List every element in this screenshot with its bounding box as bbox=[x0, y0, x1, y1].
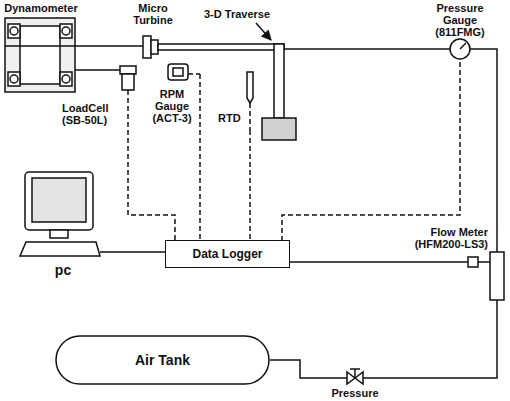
traverse-symbol bbox=[284, 48, 296, 50]
flow-meter-symbol bbox=[400, 261, 468, 263]
dynamometer-symbol bbox=[8, 24, 20, 38]
loadcell-symbol bbox=[75, 69, 120, 71]
rpm-gauge-unit: RPM Gauge (ACT-3) bbox=[150, 62, 206, 130]
device-label: RPM Gauge (ACT-3) bbox=[150, 88, 194, 124]
pc-symbol bbox=[32, 178, 86, 222]
pipe-line bbox=[490, 49, 497, 226]
pc-symbol bbox=[20, 172, 105, 256]
traverse-symbol bbox=[256, 23, 271, 40]
loadcell-symbol bbox=[127, 90, 129, 130]
dynamometer-symbol bbox=[20, 26, 60, 84]
signal-wire bbox=[199, 130, 201, 240]
dynamometer-symbol bbox=[62, 27, 70, 35]
pc-symbol bbox=[50, 230, 68, 238]
valve-symbol bbox=[354, 369, 356, 378]
pipe-line bbox=[105, 251, 165, 253]
signal-wire bbox=[128, 130, 175, 240]
flow-meter-symbol bbox=[400, 226, 504, 304]
traverse-symbol bbox=[158, 44, 284, 50]
air-tank: Air Tank bbox=[55, 335, 270, 385]
flow-meter-symbol bbox=[478, 261, 490, 263]
pipe-line bbox=[270, 360, 325, 378]
dynamometer-symbol bbox=[5, 45, 80, 47]
dynamometer-symbol bbox=[10, 27, 18, 35]
turbine-symbol bbox=[128, 36, 158, 58]
pressure-gauge-symbol bbox=[470, 48, 490, 50]
pipe-line bbox=[80, 45, 128, 47]
pc-unit: pc bbox=[15, 170, 105, 280]
pipe-line bbox=[385, 304, 497, 378]
rpm-gauge-symbol bbox=[188, 73, 200, 75]
pressure-gauge-symbol bbox=[430, 39, 490, 59]
loadcell-unit: LoadCell (SB-50L) bbox=[62, 66, 134, 130]
turbine-symbol bbox=[128, 45, 143, 47]
turbine-unit: Micro Turbine bbox=[128, 0, 178, 60]
device-label: Pressure Gauge (811FMG) bbox=[430, 2, 490, 38]
dynamometer-symbol bbox=[5, 18, 75, 92]
flow-meter-symbol bbox=[490, 252, 504, 300]
device-label: Flow Meter (HFM200-LS3) bbox=[400, 226, 488, 250]
pc-symbol bbox=[20, 242, 100, 256]
pressure-gauge-unit: Pressure Gauge (811FMG) bbox=[430, 0, 490, 62]
traverse-unit: 3-D Traverse bbox=[196, 8, 296, 145]
tank-outline bbox=[56, 336, 269, 384]
flow-meter-unit: Flow Meter (HFM200-LS3) bbox=[400, 226, 506, 304]
dynamometer-symbol bbox=[60, 24, 72, 38]
dynamometer-symbol bbox=[8, 72, 20, 86]
device-label: Data Logger bbox=[192, 247, 262, 261]
device-label: pc bbox=[35, 262, 91, 278]
pressure-gauge-symbol bbox=[450, 39, 470, 59]
pc-symbol bbox=[100, 251, 105, 253]
pressure-gauge-symbol bbox=[460, 43, 466, 49]
pc-symbol bbox=[25, 172, 93, 230]
pipe-line bbox=[290, 261, 400, 263]
turbine-symbol bbox=[151, 40, 158, 54]
rpm-gauge-symbol bbox=[173, 68, 183, 76]
device-label: Pressure bbox=[325, 387, 385, 399]
rtd-probe-symbol bbox=[249, 103, 251, 130]
flow-meter-symbol bbox=[496, 226, 498, 252]
loadcell-symbol bbox=[120, 66, 136, 74]
signal-wire bbox=[282, 62, 460, 240]
device-label: RTD bbox=[218, 112, 244, 124]
device-label: Dynamometer bbox=[2, 2, 80, 14]
dynamometer-symbol bbox=[62, 75, 70, 83]
turbine-symbol bbox=[143, 36, 151, 58]
pressure-valve: Pressure bbox=[325, 368, 385, 401]
device-label: 3-D Traverse bbox=[204, 8, 284, 20]
loadcell-symbol bbox=[122, 74, 134, 90]
traverse-symbol bbox=[262, 118, 296, 140]
traverse-symbol bbox=[274, 44, 284, 118]
flow-meter-symbol bbox=[496, 300, 498, 304]
device-label: LoadCell (SB-50L) bbox=[62, 102, 120, 126]
dynamometer-unit: Dynamometer bbox=[2, 0, 80, 96]
pipe-line bbox=[296, 48, 430, 50]
valve-symbol bbox=[350, 368, 360, 370]
dynamometer-symbol bbox=[10, 75, 18, 83]
valve-symbol bbox=[325, 369, 385, 384]
signal-wire bbox=[249, 130, 251, 240]
valve-symbol bbox=[325, 377, 347, 379]
dynamometer-symbol bbox=[5, 18, 80, 92]
rpm-gauge-symbol bbox=[199, 74, 201, 130]
device-label: Air Tank bbox=[135, 352, 190, 368]
rpm-gauge-symbol bbox=[168, 64, 188, 80]
rtd-unit: RTD bbox=[218, 72, 258, 130]
valve-symbol bbox=[363, 377, 385, 379]
rtd-probe-symbol bbox=[247, 72, 253, 130]
data-logger-box: Data Logger bbox=[165, 240, 290, 268]
dynamometer-symbol bbox=[60, 72, 72, 86]
flow-meter-symbol bbox=[468, 257, 478, 267]
pressure-gauge-symbol bbox=[430, 48, 450, 50]
rtd-probe-symbol bbox=[247, 72, 253, 103]
device-label: Micro Turbine bbox=[128, 2, 178, 26]
